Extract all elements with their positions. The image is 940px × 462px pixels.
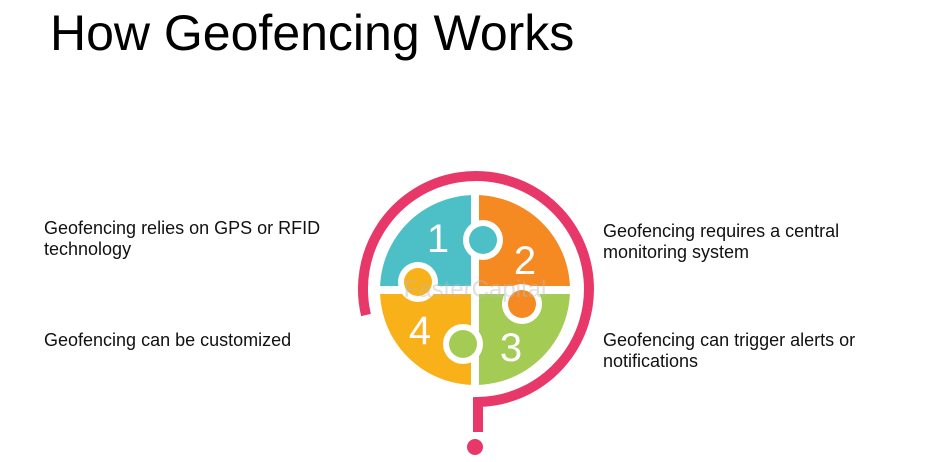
puzzle-piece-1 (380, 195, 475, 290)
point-3-text: Geofencing can trigger alerts or notific… (603, 330, 856, 371)
gap-horizontal (375, 286, 575, 294)
puzzle-tab-1 (469, 226, 497, 254)
piece-number-1: 1 (427, 217, 449, 261)
piece-number-3: 3 (500, 326, 522, 370)
point-2-text: Geofencing requires a central monitoring… (603, 221, 840, 262)
puzzle-tab-4 (404, 268, 432, 296)
watermark: FasterCapital (404, 276, 547, 303)
page-title: How Geofencing Works (50, 5, 575, 61)
piece-number-2: 2 (514, 239, 536, 283)
puzzle-tab-2 (508, 290, 536, 318)
puzzle-tab-3 (449, 330, 477, 358)
puzzle-piece-3 (475, 290, 570, 385)
point-1-text: Geofencing relies on GPS or RFID technol… (44, 218, 321, 259)
puzzle-piece-2 (475, 195, 570, 290)
puzzle-piece-4 (380, 290, 475, 385)
question-mark-dot (467, 439, 483, 455)
point-4-text: Geofencing can be customized (44, 330, 292, 350)
question-mark-arc (357, 171, 594, 432)
piece-number-4: 4 (409, 309, 431, 353)
